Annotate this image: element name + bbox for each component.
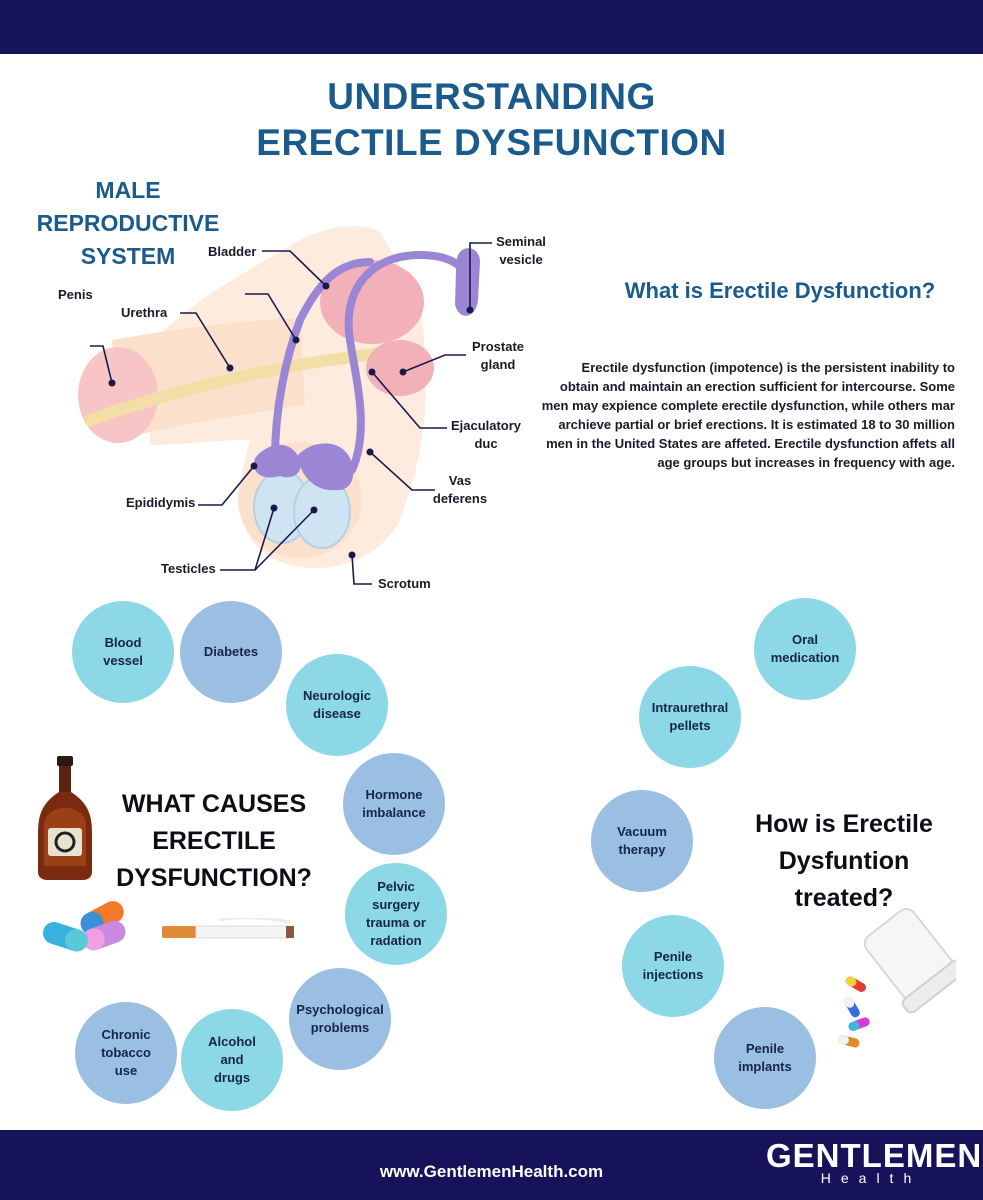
label-penis: Penis xyxy=(58,287,93,302)
label-bladder: Bladder xyxy=(208,244,257,259)
glans xyxy=(78,347,158,443)
prostate-shape xyxy=(366,340,434,396)
cause-neurologic-disease: Neurologic disease xyxy=(286,654,388,756)
cause-psychological-problems: Psychological problems xyxy=(289,968,391,1070)
brand-name: GENTLEMEN xyxy=(766,1137,983,1174)
label-ejaculatory-duc: Ejaculatory duc xyxy=(450,418,522,451)
label-scrotum: Scrotum xyxy=(378,576,431,591)
treatment-intraurethral-pellets: Intraurethral pellets xyxy=(639,666,741,768)
cigarette-icon xyxy=(162,918,294,939)
brand-subtitle: Health xyxy=(820,1170,922,1186)
causes-heading: WHAT CAUSES ERECTILE DYSFUNCTION? xyxy=(116,790,312,892)
anatomy-heading: MALE REPRODUCTIVE SYSTEM xyxy=(36,177,220,269)
what-is-heading: What is Erectile Dysfunction? xyxy=(624,278,936,303)
treatment-penile-implants: Penile implants xyxy=(714,1007,816,1109)
cause-diabetes: Diabetes xyxy=(180,601,282,703)
pill-capsules-icon xyxy=(42,901,126,952)
label-seminal-vesicle: Seminal vesicle xyxy=(496,234,546,267)
what-is-description: Erectile dysfunction (impotence) is the … xyxy=(541,360,955,470)
footer-banner xyxy=(0,1130,983,1200)
top-banner xyxy=(0,0,983,54)
cause-chronic-tobacco: Chronic tobacco use xyxy=(75,1002,177,1104)
footer-website-link[interactable]: www.GentlemenHealth.com xyxy=(379,1162,604,1181)
pill-bottle-icon xyxy=(837,907,956,1048)
label-prostate-gland: Prostate gland xyxy=(471,339,525,372)
label-epididymis: Epididymis xyxy=(126,495,196,510)
liquor-bottle-icon xyxy=(38,756,92,880)
label-urethra: Urethra xyxy=(121,305,168,320)
treatment-vacuum-therapy: Vacuum therapy xyxy=(591,790,693,892)
brand-logo: GENTLEMEN Health xyxy=(766,1136,983,1186)
treatment-oral-medication: Oral medication xyxy=(754,598,856,700)
cause-pelvic-surgery: Pelvic surgery trauma or radation xyxy=(345,863,447,965)
cause-blood-vessel: Blood vessel xyxy=(72,601,174,703)
treatments-heading: How is Erectile Dysfuntion treated? xyxy=(755,810,933,912)
label-vas-deferens: Vas deferens xyxy=(432,473,488,506)
cause-hormone-imbalance: Hormone imbalance xyxy=(343,753,445,855)
page-title: UNDERSTANDING ERECTILE DYSFUNCTION xyxy=(256,76,727,163)
label-testicles: Testicles xyxy=(161,561,216,576)
treatment-penile-injections: Penile injections xyxy=(622,915,724,1017)
cause-alcohol-drugs: Alcohol and drugs xyxy=(181,1009,283,1111)
